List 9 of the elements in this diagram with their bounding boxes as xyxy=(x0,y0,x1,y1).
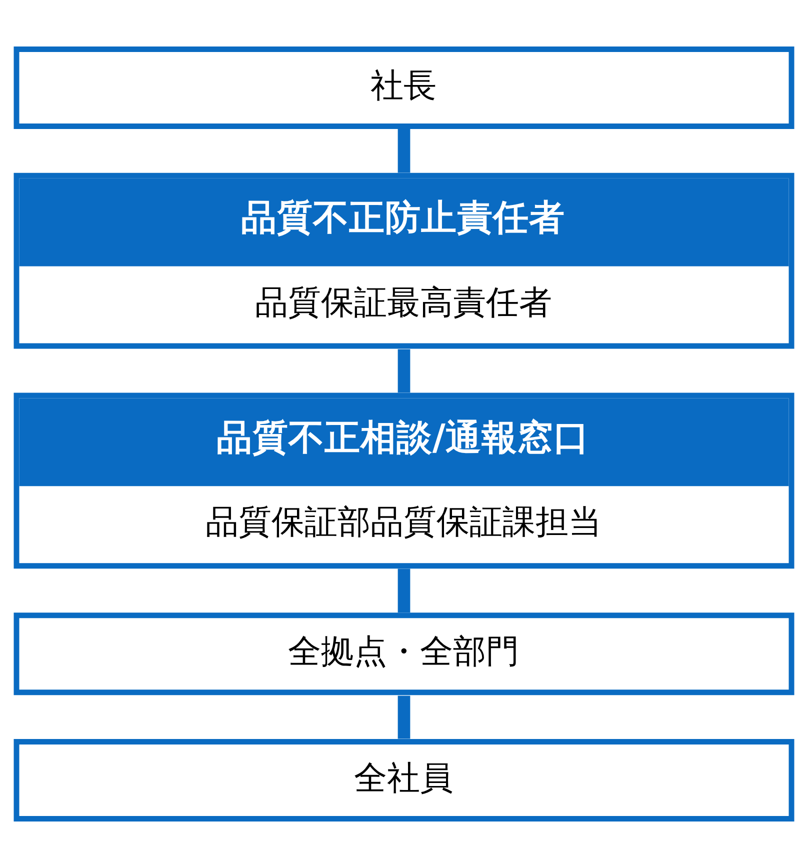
node-box: 品質不正防止責任者 品質保証最高責任者 xyxy=(14,172,794,349)
node-box: 全拠点・全部門 xyxy=(14,612,794,696)
connector xyxy=(398,568,410,612)
node-box: 社長 xyxy=(14,46,794,129)
node-box: 全社員 xyxy=(14,739,794,822)
connector xyxy=(398,129,410,173)
connector xyxy=(398,696,410,739)
connector xyxy=(398,349,410,393)
node-box: 品質不正相談/通報窓口 品質保証部品質保証課担当 xyxy=(14,392,794,569)
